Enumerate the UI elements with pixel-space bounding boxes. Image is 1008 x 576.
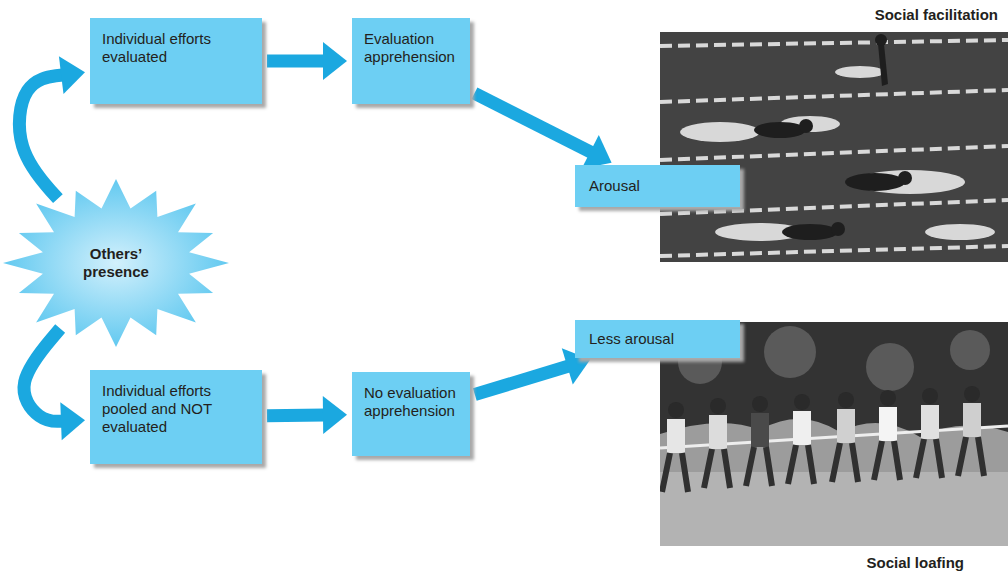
block-arrow	[24, 328, 85, 440]
outcome-box: Arousal	[575, 165, 740, 207]
outcome-box: Less arousal	[575, 320, 740, 358]
arrow-head	[60, 402, 85, 440]
arrow-shaft	[474, 93, 591, 152]
arrow-shaft	[24, 328, 63, 421]
process-box: No evaluation apprehension	[352, 372, 470, 456]
block-arrow	[474, 93, 611, 169]
block-arrow	[267, 42, 347, 80]
starburst: Others’ presence	[2, 178, 230, 348]
process-box: Evaluation apprehension	[352, 18, 470, 104]
swimming-photo	[660, 32, 1008, 262]
photo-caption: Social facilitation	[875, 6, 998, 24]
box-label: Arousal	[589, 177, 730, 195]
process-box: Individual efforts pooled and NOT evalua…	[90, 370, 262, 464]
photo-frame: Social facilitation	[660, 32, 1008, 262]
arrow-shaft	[475, 366, 569, 395]
arrow-head	[323, 396, 347, 434]
box-label: Individual efforts evaluated	[102, 30, 252, 66]
photo-caption: Social loafing	[866, 554, 964, 572]
arrow-head	[59, 56, 85, 94]
block-arrow	[267, 396, 347, 434]
box-label: No evaluation apprehension	[364, 384, 460, 420]
block-arrow	[19, 56, 85, 198]
process-box: Individual efforts evaluated	[90, 18, 262, 104]
box-label: Evaluation apprehension	[364, 30, 460, 66]
box-label: Less arousal	[589, 330, 730, 348]
arrow-shaft	[267, 55, 325, 68]
arrow-head	[582, 135, 612, 169]
arrow-head	[323, 42, 347, 80]
cause-label: Others’ presence	[71, 245, 161, 281]
starburst-outline	[3, 179, 229, 347]
block-arrow	[475, 348, 591, 394]
box-label: Individual efforts pooled and NOT evalua…	[102, 382, 252, 436]
arrow-shaft	[19, 75, 62, 199]
arrow-shaft	[267, 409, 325, 423]
